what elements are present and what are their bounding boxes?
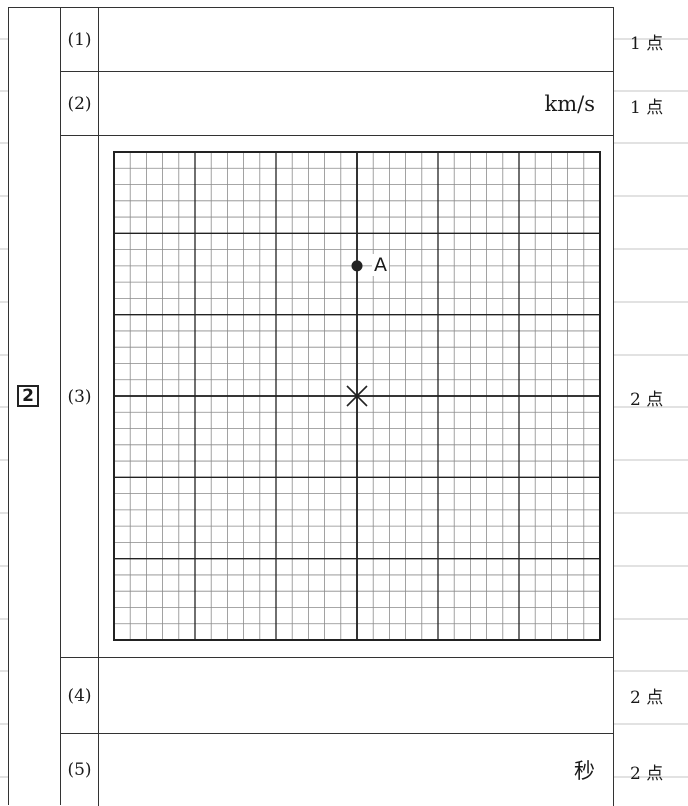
question-number-badge: 2 <box>17 385 39 407</box>
points-4: 2 点 <box>630 688 664 708</box>
row-label-1: (1) <box>61 8 99 71</box>
answer-row-3: (3) <box>61 136 614 658</box>
point-a-label: A <box>372 254 389 276</box>
question-number-column <box>8 7 61 805</box>
answer-row-4: (4) <box>61 658 614 734</box>
answer-box-1[interactable] <box>99 8 614 71</box>
answer-row-5: (5) 秒 <box>61 734 614 806</box>
answer-row-1: (1) <box>61 8 614 72</box>
points-2: 1 点 <box>630 98 664 118</box>
center-cross-mark <box>346 385 368 407</box>
point-a-dot <box>351 260 363 272</box>
answer-box-4[interactable] <box>99 658 614 733</box>
answer-box-5[interactable]: 秒 <box>99 734 614 806</box>
row-label-5: (5) <box>61 734 99 806</box>
unit-5: 秒 <box>574 759 595 783</box>
answer-table: (1) (2) km/s (3) (4) (5) 秒 <box>61 7 614 806</box>
points-5: 2 点 <box>630 764 664 784</box>
unit-2: km/s <box>544 91 596 116</box>
answer-box-3[interactable] <box>99 136 614 657</box>
row-label-4: (4) <box>61 658 99 733</box>
row-label-2: (2) <box>61 72 99 135</box>
drawing-grid[interactable] <box>113 151 601 641</box>
row-label-3: (3) <box>61 136 99 657</box>
grid-border <box>113 151 601 641</box>
points-3: 2 点 <box>630 390 664 410</box>
answer-box-2[interactable]: km/s <box>99 72 614 135</box>
points-1: 1 点 <box>630 34 664 54</box>
answer-row-2: (2) km/s <box>61 72 614 136</box>
